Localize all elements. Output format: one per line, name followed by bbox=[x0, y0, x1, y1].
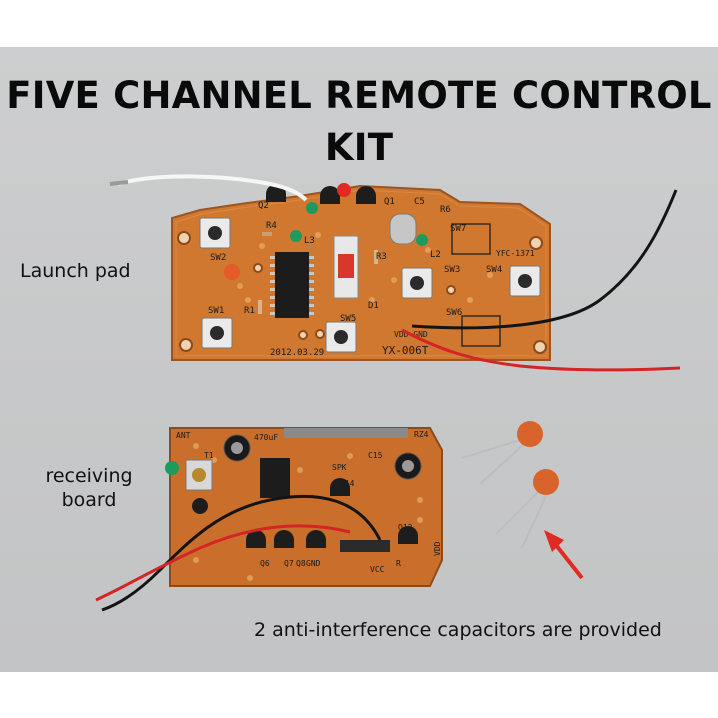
tx-silk-sw7: SW7 bbox=[450, 224, 466, 234]
tx-silk-q2: Q2 bbox=[258, 201, 269, 211]
tx-silk-l2: L2 bbox=[430, 250, 441, 260]
rx-silk-c15: C15 bbox=[368, 451, 383, 460]
tx-silk-model: YX-006T bbox=[382, 344, 429, 357]
rx-wires bbox=[95, 494, 382, 612]
ceramic-capacitor-1 bbox=[461, 421, 543, 485]
receiving-board-label-line-1: receiving bbox=[45, 465, 133, 487]
rx-silk-vdd: VDD bbox=[433, 541, 442, 556]
tx-slide-switch bbox=[333, 235, 359, 299]
rx-silk-q8: Q8 bbox=[296, 559, 306, 568]
receiving-board-label-line-2: board bbox=[61, 489, 117, 511]
launch-pad-board: SW2 SW1 SW5 SW3 SW4 SW6 SW7 Q1 Q2 C5 R6 … bbox=[171, 183, 551, 361]
tx-silk-sw6: SW6 bbox=[446, 308, 462, 318]
rx-silk-q7: Q7 bbox=[284, 559, 294, 568]
tx-silk-r1: R1 bbox=[244, 306, 255, 316]
tx-ic-chip bbox=[270, 252, 314, 318]
page-title-line-2: KIT bbox=[324, 126, 394, 169]
tx-silk-code: YFC-1371 bbox=[496, 249, 535, 258]
tx-silk-l3: L3 bbox=[304, 236, 315, 246]
tx-silk-r4: R4 bbox=[266, 221, 277, 231]
rx-antenna-coil bbox=[284, 428, 408, 438]
tx-silk-sw2: SW2 bbox=[210, 253, 226, 263]
rx-silk-gnd: GND bbox=[306, 559, 321, 568]
tx-silk-d1: D1 bbox=[368, 301, 379, 311]
ceramic-capacitor-2 bbox=[495, 469, 559, 549]
tx-silk-r3: R3 bbox=[376, 252, 387, 262]
launch-pad-label: Launch pad bbox=[20, 260, 131, 282]
rx-silk-ant: ANT bbox=[176, 431, 191, 440]
antenna-wire bbox=[109, 174, 308, 202]
tx-push-buttons bbox=[199, 217, 541, 353]
rx-silk-spk: SPK bbox=[332, 463, 347, 472]
rx-silk-q14: Q14 bbox=[340, 479, 355, 488]
page-title-line-1: FIVE CHANNEL REMOTE CONTROL bbox=[6, 74, 712, 117]
red-arrow-icon bbox=[544, 530, 584, 580]
rx-silk-r: R bbox=[396, 559, 401, 568]
tx-silk-date: 2012.03.29 bbox=[270, 348, 324, 358]
receiving-board: ANT 470uF RZ4 T1 C15 SPK Q14 Q13 Q6 Q7 Q… bbox=[165, 427, 443, 587]
rx-electrolytic-caps bbox=[223, 434, 422, 480]
tx-silk-r6: R6 bbox=[440, 205, 451, 215]
rx-silk-470uf: 470uF bbox=[254, 433, 278, 442]
rx-transistors bbox=[192, 478, 418, 548]
tx-power-wires bbox=[401, 189, 681, 372]
tx-silk-sw1: SW1 bbox=[208, 306, 224, 316]
rx-silk-q13: Q13 bbox=[398, 523, 413, 532]
receiving-board-label: receiving board bbox=[38, 464, 140, 512]
tx-silk-sw5: SW5 bbox=[340, 314, 356, 324]
capacitors-note: 2 anti-interference capacitors are provi… bbox=[254, 619, 662, 641]
rx-silk-rz4: RZ4 bbox=[414, 430, 429, 439]
tx-silk-sw4: SW4 bbox=[486, 265, 502, 275]
tx-silk-c5: C5 bbox=[414, 197, 425, 207]
rx-silk-t1: T1 bbox=[204, 451, 214, 460]
tx-crystal bbox=[389, 213, 417, 245]
rx-ic-chip bbox=[260, 458, 290, 498]
tx-silk-q1: Q1 bbox=[384, 197, 395, 207]
rx-silk-q6: Q6 bbox=[260, 559, 270, 568]
tx-silk-sw3: SW3 bbox=[444, 265, 460, 275]
rx-silk-vcc: VCC bbox=[370, 565, 385, 574]
